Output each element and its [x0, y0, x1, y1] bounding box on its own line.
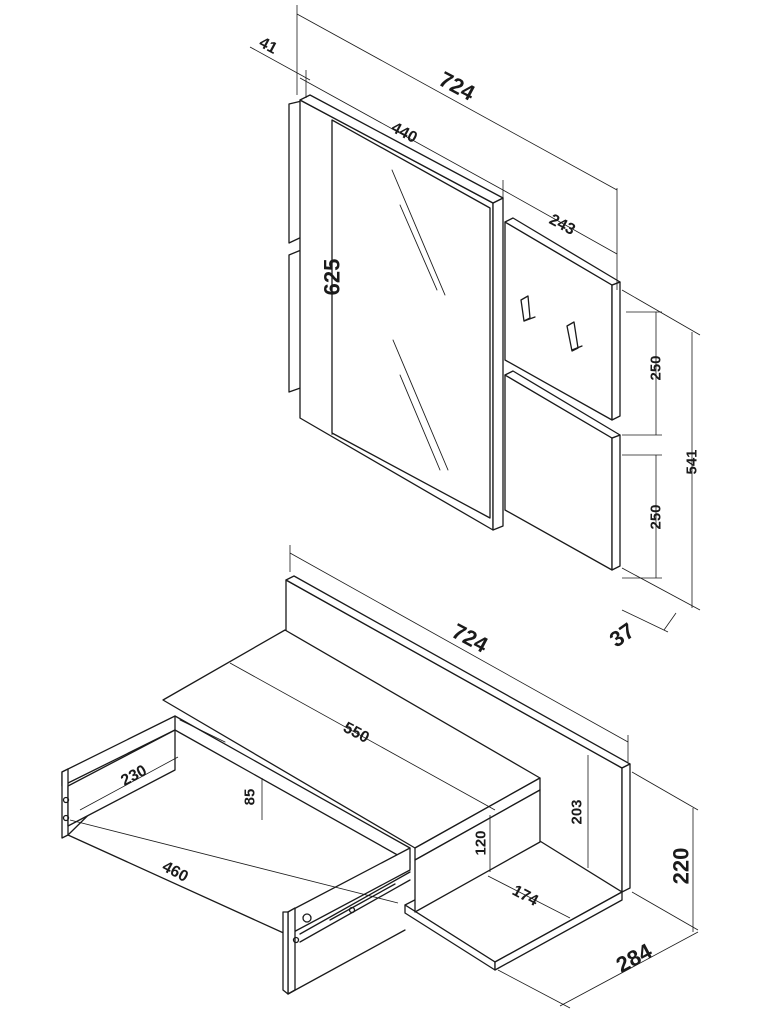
hook-panel-upper-top [504, 217, 621, 286]
drawer-hole-1 [302, 913, 312, 923]
cabinet-side [414, 789, 541, 913]
dim-cabinet-height: 120 [473, 830, 490, 855]
drawer-slide-rail [179, 719, 411, 943]
dim-drawer-inner-height: 85 [242, 789, 259, 806]
hook-panel-lower-top [504, 370, 621, 439]
lower-dimension-lines [69, 545, 699, 1009]
dim-mirror-height: 625 [320, 259, 345, 296]
dim-hook-lower-height: 250 [648, 504, 665, 529]
shelf-assembly [61, 575, 631, 995]
wall-panel-assembly [288, 94, 621, 571]
dim-panel-depth: 37 [605, 618, 639, 653]
dim-hook-upper-height: 250 [648, 355, 665, 380]
dim-panel-side-offset: 41 [256, 34, 280, 57]
drawer-back [61, 768, 69, 839]
dim-panel-width-total: 724 [435, 66, 480, 106]
bottom-shelf-front [494, 891, 623, 971]
upper-dimension-lines [249, 5, 701, 633]
back-panel-edge [621, 763, 631, 893]
dim-shelf-height: 220 [669, 848, 694, 885]
drawer-front-face [282, 911, 289, 995]
dim-shelf-depth: 284 [612, 938, 657, 978]
hook-panel-lower-edge [611, 434, 621, 571]
mirror-reflection-lines [391, 169, 449, 471]
mirror-board-edge [492, 197, 504, 531]
mirror-board [299, 99, 494, 531]
dim-hook-panel-width: 243 [546, 211, 578, 239]
dim-back-height: 203 [569, 799, 586, 824]
dim-shelf-width: 724 [448, 618, 493, 658]
hook-panel-upper-edge [611, 281, 621, 421]
drawer-hole-2 [292, 936, 300, 944]
coat-hook-1 [520, 295, 536, 322]
coat-hook-2 [566, 321, 583, 352]
dim-panel-total-height: 541 [684, 449, 701, 474]
drawer-hole-3 [62, 796, 70, 804]
drawer-front [287, 907, 296, 995]
drawer-hole-4 [62, 814, 70, 822]
drawer-hole-5 [348, 906, 356, 914]
